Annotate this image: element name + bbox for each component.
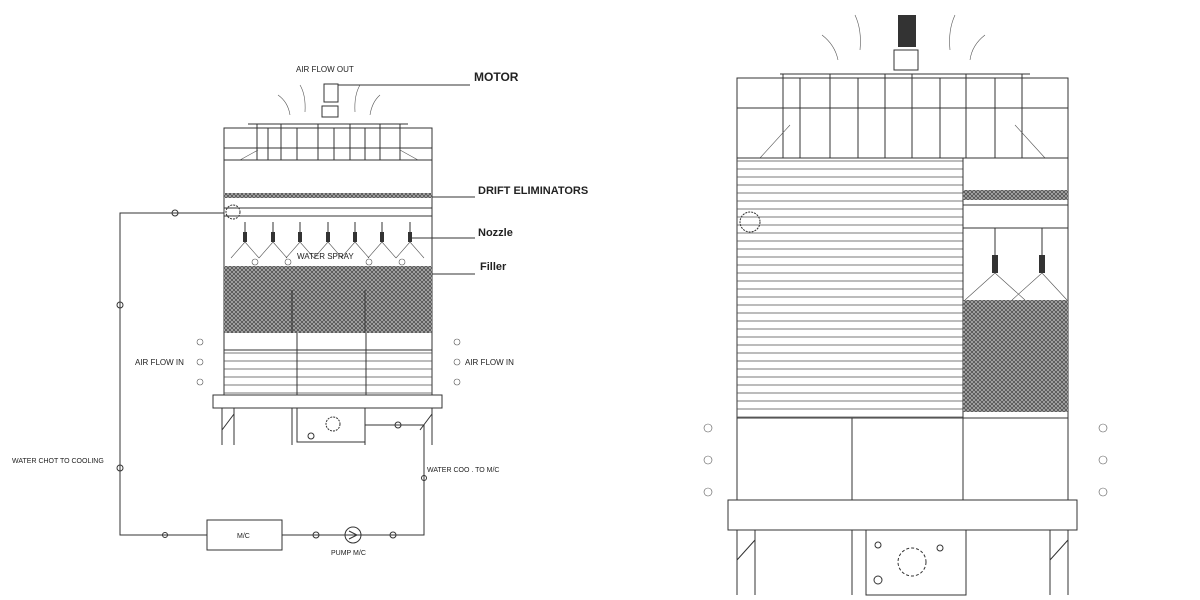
header-pipe-icon: [225, 204, 241, 220]
water-basin: [296, 407, 366, 443]
machine-box-label: M/C: [237, 533, 250, 540]
filler-media: [224, 266, 432, 333]
fan-deck: [223, 123, 433, 161]
filler-media: [963, 300, 1068, 412]
machine-box: [206, 519, 283, 551]
air-inlet-louvres: [224, 333, 432, 395]
water-basin: [865, 529, 967, 596]
pump-icon: [344, 526, 362, 544]
motor-label: MOTOR: [474, 70, 519, 84]
motor-icon: [893, 15, 919, 71]
fan-deck: [736, 73, 1069, 159]
left-tower: AIR FLOW OUT MOTOR DRIFT ELIMINATORS Noz…: [12, 65, 588, 557]
drift-eliminators-label: DRIFT ELIMINATORS: [478, 185, 588, 197]
tower-base: [212, 394, 443, 409]
nozzles: [964, 228, 1068, 301]
air-flow-in-markers: [703, 423, 1108, 497]
air-flow-out-label: AIR FLOW OUT: [296, 65, 354, 74]
drift-eliminator-band: [224, 193, 432, 198]
air-flow-in-left-label: AIR FLOW IN: [135, 358, 184, 367]
tower-base: [727, 499, 1078, 531]
water-spray-label: WATER SPRAY: [297, 252, 354, 261]
right-tower: [703, 14, 1108, 596]
side-panel-slats: [737, 160, 963, 418]
nozzles: [230, 222, 425, 266]
air-flow-out-arrows: [277, 84, 381, 116]
filler-label: Filler: [480, 261, 507, 273]
drift-eliminator-band: [963, 190, 1068, 200]
air-inlet-louvres: [736, 417, 1069, 501]
tower-legs: [736, 530, 1069, 595]
pump-label: PUMP M/C: [331, 550, 366, 557]
air-flow-in-right-label: AIR FLOW IN: [465, 358, 514, 367]
water-hot-to-cooling-label: WATER CHOT TO COOLING: [12, 458, 104, 465]
header-pipe-icon: [739, 211, 761, 233]
air-flow-in-markers: [196, 338, 461, 386]
motor-icon: [321, 83, 339, 118]
nozzle-label: Nozzle: [478, 227, 513, 239]
water-circuit: [116, 209, 427, 539]
water-cool-to-mc-label: WATER COO . TO M/C: [427, 467, 499, 474]
air-flow-out-arrows: [821, 14, 986, 61]
